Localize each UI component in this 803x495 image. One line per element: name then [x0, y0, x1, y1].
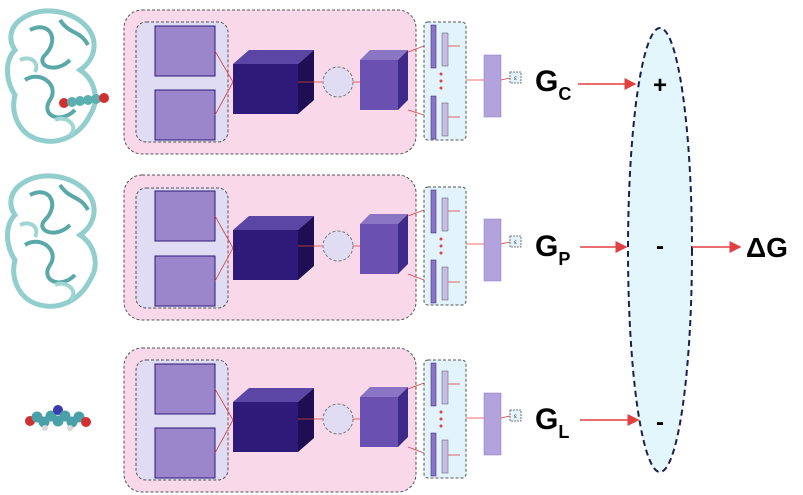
- conv-block-cube-small: [360, 214, 408, 274]
- input-channel-square: [154, 190, 216, 242]
- conv-block-cube-small: [360, 50, 408, 110]
- binding-free-energy-label: ΔG: [746, 232, 788, 263]
- conv-block-cube-small: [360, 387, 408, 447]
- svg-text:ε: ε: [514, 240, 517, 246]
- pooling-node: [322, 66, 354, 98]
- input-channel-square: [154, 89, 216, 141]
- row-protein: ε GP: [5, 173, 628, 321]
- output-neuron: [509, 71, 522, 84]
- input-channel-square: [154, 255, 216, 307]
- row-ligand: ε GL: [25, 347, 640, 493]
- sign-ligand: -: [656, 409, 664, 436]
- dense-layer: [483, 54, 502, 118]
- row-complex: ε GC: [5, 8, 637, 155]
- energy-combination-ellipse: + - -: [627, 27, 693, 473]
- energy-label-ligand: GL: [535, 403, 569, 442]
- output-neuron: [509, 409, 522, 422]
- dense-layer: [483, 392, 502, 456]
- input-channel-square: [154, 363, 216, 415]
- dense-layer: [483, 218, 502, 282]
- energy-label-complex: GC: [535, 65, 571, 104]
- pooling-node: [322, 403, 354, 435]
- sign-protein: -: [656, 233, 664, 260]
- conv-block-cube: [233, 216, 314, 280]
- conv-block-cube: [233, 50, 314, 114]
- ligand-in-complex: [59, 93, 109, 108]
- ligand-structure-image: [25, 405, 91, 431]
- protein-structure-image: [5, 173, 98, 309]
- energy-label-protein: GP: [535, 230, 570, 269]
- input-channel-square: [154, 427, 216, 479]
- sign-complex: +: [653, 72, 667, 99]
- svg-text:ε: ε: [514, 76, 517, 82]
- input-channel-square: [154, 25, 216, 77]
- output-neuron: [509, 235, 522, 248]
- pooling-node: [322, 230, 354, 262]
- protein-ligand-complex-image: [5, 8, 109, 144]
- conv-block-cube: [233, 388, 314, 452]
- svg-text:ε: ε: [514, 414, 517, 420]
